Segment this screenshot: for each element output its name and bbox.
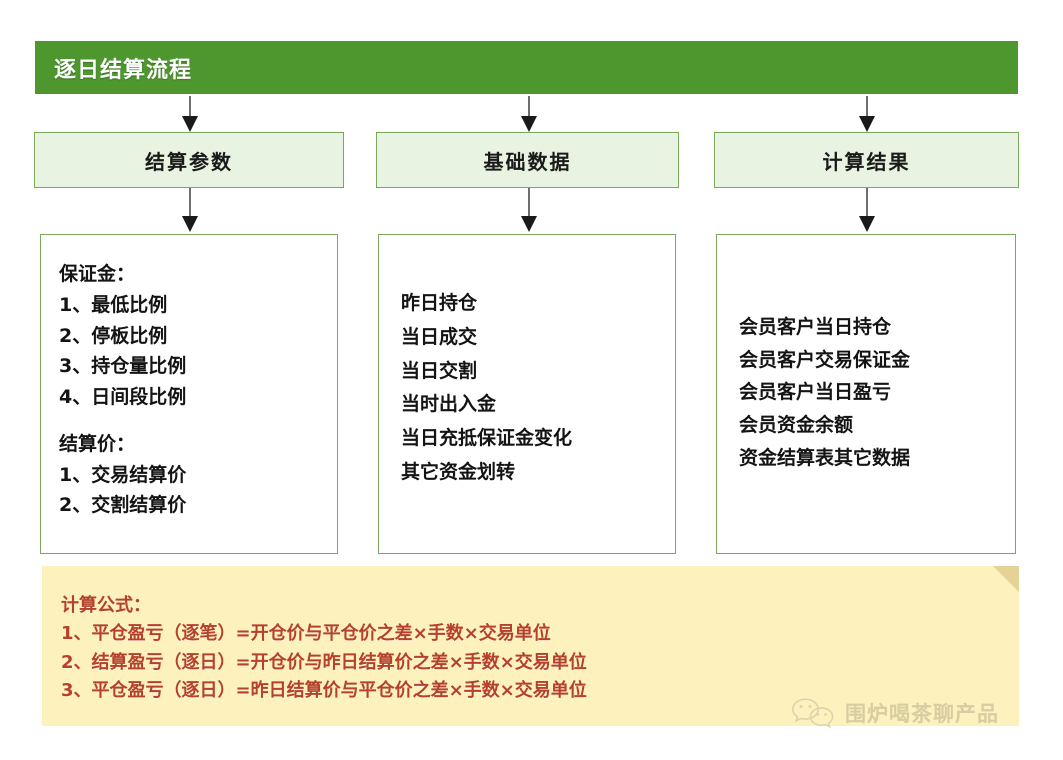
diagram-title-bar: 逐日结算流程 bbox=[34, 40, 1019, 95]
body-line: 当日成交 bbox=[401, 325, 478, 348]
body-line-spacer bbox=[59, 413, 319, 429]
formula-line: 1、平仓盈亏（逐笔）=开仓价与平仓价之差×手数×交易单位 bbox=[61, 623, 551, 645]
column-header-base-data: 基础数据 bbox=[376, 132, 679, 188]
arrow-col2-header-to-body bbox=[520, 188, 538, 234]
column-header-label: 计算结果 bbox=[822, 149, 911, 174]
column-header-label: 结算参数 bbox=[145, 149, 233, 174]
body-line: 昨日持仓 bbox=[401, 292, 478, 314]
page-fold-corner bbox=[993, 566, 1019, 592]
body-line: 会员资金余额 bbox=[739, 414, 854, 437]
column-header-label: 基础数据 bbox=[483, 149, 572, 174]
formula-heading: 计算公式： bbox=[61, 595, 151, 616]
body-line: 1、交易结算价 bbox=[59, 463, 187, 486]
body-line: 其它资金划转 bbox=[401, 461, 516, 484]
watermark-text: 围炉喝茶聊产品 bbox=[845, 702, 999, 726]
body-line: 会员客户当日盈亏 bbox=[739, 381, 892, 404]
body-line: 2、停板比例 bbox=[59, 324, 168, 347]
watermark: 围炉喝茶聊产品 bbox=[790, 696, 999, 730]
arrow-title-to-col1 bbox=[181, 96, 199, 132]
body-line: 1、最低比例 bbox=[59, 293, 168, 316]
body-line: 资金结算表其它数据 bbox=[739, 446, 911, 469]
arrow-col1-header-to-body bbox=[181, 188, 199, 234]
body-line: 保证金： bbox=[59, 263, 136, 285]
diagram-title: 逐日结算流程 bbox=[54, 57, 193, 83]
wechat-icon bbox=[790, 696, 836, 730]
body-line: 当日充抵保证金变化 bbox=[401, 427, 573, 450]
body-line: 2、交割结算价 bbox=[59, 494, 187, 517]
body-line: 4、日间段比例 bbox=[59, 386, 187, 409]
body-line: 当时出入金 bbox=[401, 393, 497, 416]
body-line: 会员客户当日持仓 bbox=[739, 316, 892, 338]
column-body-calc-results: 会员客户当日持仓 会员客户交易保证金 会员客户当日盈亏 会员资金余额 资金结算表… bbox=[716, 234, 1016, 554]
arrow-title-to-col3 bbox=[858, 96, 876, 132]
column-header-calc-results: 计算结果 bbox=[714, 132, 1019, 188]
formula-box: 计算公式： 1、平仓盈亏（逐笔）=开仓价与平仓价之差×手数×交易单位 2、结算盈… bbox=[42, 566, 1019, 726]
arrow-col3-header-to-body bbox=[858, 188, 876, 234]
column-header-settlement-params: 结算参数 bbox=[34, 132, 344, 188]
formula-line: 2、结算盈亏（逐日）=开仓价与昨日结算价之差×手数×交易单位 bbox=[61, 651, 587, 673]
arrow-title-to-col2 bbox=[520, 96, 538, 132]
body-line: 会员客户交易保证金 bbox=[739, 348, 911, 371]
column-body-settlement-params: 保证金： 1、最低比例 2、停板比例 3、持仓量比例 4、日间段比例 结算价： … bbox=[40, 234, 338, 554]
column-body-base-data: 昨日持仓 当日成交 当日交割 当时出入金 当日充抵保证金变化 其它资金划转 bbox=[378, 234, 676, 554]
body-line: 3、持仓量比例 bbox=[59, 355, 187, 378]
body-line: 当日交割 bbox=[401, 359, 478, 382]
formula-line: 3、平仓盈亏（逐日）=昨日结算价与平仓价之差×手数×交易单位 bbox=[61, 680, 587, 702]
body-line: 结算价： bbox=[59, 432, 136, 455]
